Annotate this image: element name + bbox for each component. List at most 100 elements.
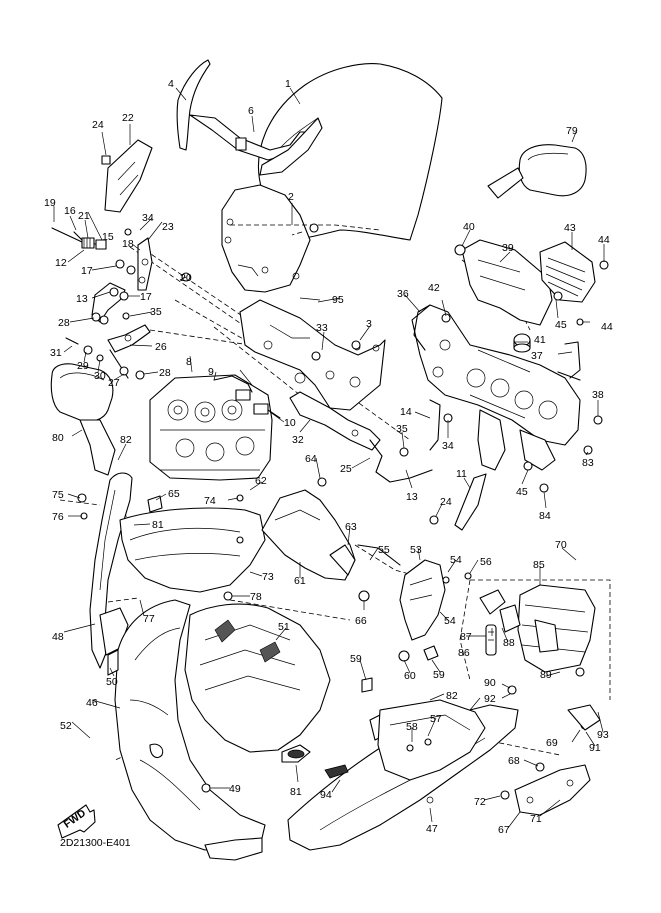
callout-84: 84	[539, 510, 551, 522]
callout-78: 78	[250, 591, 262, 603]
callout-92: 92	[484, 693, 496, 705]
callout-36: 36	[397, 288, 409, 300]
callout-16: 16	[64, 205, 76, 217]
callout-51: 51	[278, 621, 290, 633]
callout-12: 12	[55, 257, 67, 269]
callout-44a: 44	[598, 234, 610, 246]
callout-13b: 13	[406, 491, 418, 503]
callout-85: 85	[533, 559, 545, 571]
callout-22: 22	[122, 112, 134, 124]
inner-panel-61	[261, 489, 356, 581]
callout-64: 64	[305, 453, 317, 465]
callout-42: 42	[428, 282, 440, 294]
callout-2: 2	[288, 191, 294, 203]
right-mirror-part	[487, 144, 587, 199]
callout-3: 3	[366, 318, 372, 330]
visor-trim-part	[176, 59, 323, 176]
lower-inner-panel	[377, 699, 486, 781]
callout-58: 58	[406, 721, 418, 733]
callout-9: 9	[208, 366, 214, 378]
callout-44b: 44	[601, 321, 613, 333]
callout-25: 25	[340, 463, 352, 475]
callout-82a: 82	[120, 434, 132, 446]
callout-66: 66	[355, 615, 367, 627]
left-mirror-part	[50, 363, 116, 476]
callout-54b: 54	[444, 615, 456, 627]
callout-21: 21	[78, 210, 90, 222]
callout-89: 89	[540, 669, 552, 681]
callout-32: 32	[292, 434, 304, 446]
callout-13a: 13	[76, 293, 88, 305]
callout-94: 94	[320, 789, 332, 801]
callout-71: 71	[530, 813, 542, 825]
callout-24a: 24	[92, 119, 104, 131]
callout-14: 14	[400, 406, 412, 418]
callout-80: 80	[52, 432, 64, 444]
callout-59b: 59	[433, 669, 445, 681]
callout-72: 72	[474, 796, 486, 808]
right-side-hardware	[413, 304, 603, 493]
callout-34a: 34	[142, 212, 154, 224]
callout-39: 39	[502, 242, 514, 254]
callout-8: 8	[186, 356, 192, 368]
callout-19: 19	[44, 197, 56, 209]
electrical-box-85	[479, 584, 601, 731]
callout-88: 88	[503, 637, 515, 649]
left-side-cowling	[89, 472, 266, 669]
callout-28a: 28	[58, 317, 70, 329]
callout-17b: 17	[140, 291, 152, 303]
callout-35a: 35	[150, 306, 162, 318]
callout-86: 86	[458, 647, 470, 659]
callout-28b: 28	[159, 367, 171, 379]
callout-90: 90	[484, 677, 496, 689]
sensor-9	[213, 375, 281, 419]
callout-45b: 45	[516, 486, 528, 498]
callout-4: 4	[168, 78, 174, 90]
windshield-inner-panel	[221, 184, 311, 293]
grille-43	[539, 241, 609, 326]
bracket-67	[500, 762, 591, 816]
mirror-bracket-part	[104, 139, 153, 213]
rubber-41	[513, 333, 531, 353]
callout-93: 93	[597, 729, 609, 741]
callout-11: 11	[456, 468, 467, 480]
bracket-37	[557, 341, 581, 381]
callout-27: 27	[108, 377, 120, 389]
bracket-18-23	[137, 237, 153, 291]
callout-82b: 82	[446, 690, 458, 702]
callout-60: 60	[404, 670, 416, 682]
callout-45a: 45	[555, 319, 567, 331]
callout-6: 6	[248, 105, 254, 117]
callout-35b: 35	[396, 423, 408, 435]
callout-65: 65	[168, 488, 180, 500]
callout-73: 73	[262, 571, 274, 583]
callout-59a: 59	[350, 653, 362, 665]
callout-43: 43	[564, 222, 576, 234]
callout-29: 29	[77, 360, 89, 372]
callout-40: 40	[463, 221, 475, 233]
callout-75: 75	[52, 489, 64, 501]
callout-49: 49	[229, 783, 241, 795]
callout-24b: 24	[440, 496, 452, 508]
callout-69: 69	[546, 737, 558, 749]
callout-63: 63	[345, 521, 357, 533]
callout-23: 23	[162, 221, 174, 233]
callout-37: 37	[531, 350, 543, 362]
callout-81b: 81	[290, 786, 302, 798]
callout-77: 77	[143, 613, 155, 625]
callout-87: 87	[460, 631, 472, 643]
callout-33: 33	[316, 322, 328, 334]
callout-30: 30	[94, 370, 106, 382]
callout-91: 91	[589, 742, 601, 754]
callout-10: 10	[284, 417, 296, 429]
fwd-arrow-icon: FWD	[57, 804, 96, 839]
callout-18: 18	[122, 238, 134, 250]
callout-67: 67	[498, 824, 510, 836]
front-cowling-part	[114, 599, 266, 861]
callout-55: 55	[378, 544, 390, 556]
diagram-reference-code: 2D21300-E401	[60, 837, 131, 849]
callout-61: 61	[294, 575, 306, 587]
side-panel-53	[357, 544, 446, 641]
callout-68: 68	[508, 755, 520, 767]
